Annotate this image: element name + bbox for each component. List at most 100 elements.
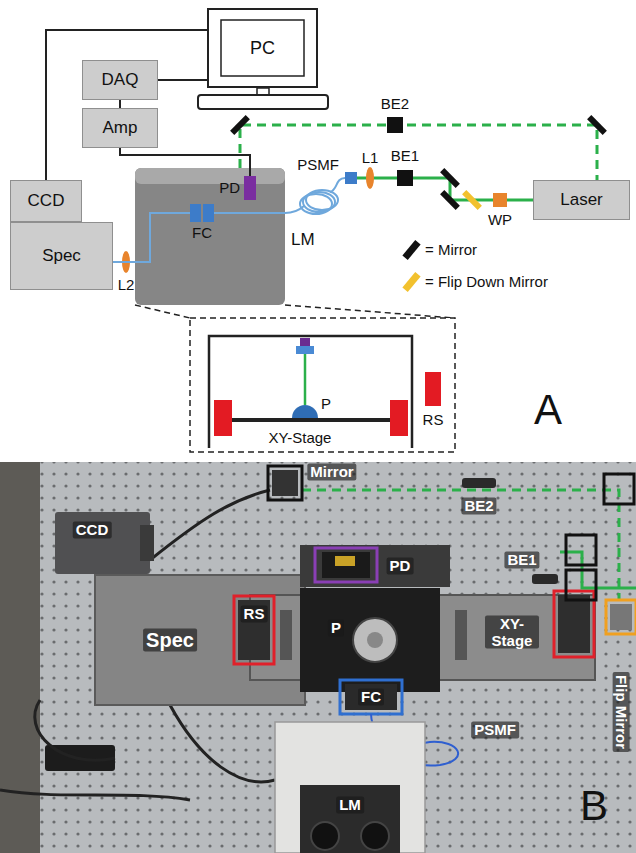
signal-cable <box>158 79 207 81</box>
part-label: WP <box>488 211 512 228</box>
eyepiece-housing <box>300 785 400 853</box>
rotation-stage <box>214 400 232 436</box>
fiber-coupler: FC <box>190 204 214 241</box>
daq-box: DAQ <box>82 60 158 100</box>
signal-cable <box>46 30 207 180</box>
part-label: RS <box>423 411 444 428</box>
cable <box>0 790 190 800</box>
optical-fiber <box>214 206 304 213</box>
part-label: XY-Stage <box>269 429 332 446</box>
highlight-box <box>604 474 634 504</box>
signal-cable <box>119 100 121 108</box>
node-label: CCD <box>28 191 65 211</box>
beam-expander <box>397 170 413 186</box>
microscope-top <box>135 168 285 184</box>
panel-letter: A <box>534 386 562 434</box>
rotation-stage <box>425 372 441 406</box>
fiber-coupler <box>345 684 397 710</box>
coupler-block <box>203 204 214 222</box>
photo-label: XY-Stage <box>485 616 539 649</box>
node-label: Spec <box>42 246 81 266</box>
photo-label: BE2 <box>461 497 496 514</box>
panel-letter: B <box>580 782 608 830</box>
photo-label: P <box>328 619 344 636</box>
part-label: PSMF <box>297 156 339 173</box>
pc-screen <box>221 20 304 76</box>
photo-floor <box>0 462 636 853</box>
ccd-camera-box: CCD <box>10 180 82 222</box>
node-label: FC <box>192 224 212 241</box>
legend-swatch <box>402 240 420 260</box>
spectrometer-box: Spec <box>10 222 113 290</box>
legend-swatch <box>402 272 420 292</box>
mirror <box>587 115 607 135</box>
highlight-box <box>566 570 596 600</box>
mirror <box>440 190 460 210</box>
photo-label: PD <box>387 557 414 574</box>
fiber-coil <box>300 194 332 214</box>
photo-label: CCD <box>73 521 112 538</box>
mirror-mount <box>272 470 298 496</box>
microscope-body <box>275 722 425 853</box>
fiber-coupler-symbol <box>296 346 314 354</box>
photodiode-part <box>335 556 355 566</box>
lens <box>366 167 374 189</box>
mirror <box>440 168 460 188</box>
spectrometer <box>95 575 305 705</box>
alternate-beam <box>302 490 619 600</box>
stage-plate <box>300 588 440 692</box>
highlight-box <box>234 596 274 664</box>
photo-label: Spec <box>143 629 197 652</box>
computer-monitor: PC <box>207 8 318 88</box>
xy-stage-bar <box>230 418 392 422</box>
node-label: DAQ <box>102 70 139 90</box>
photo-label: FC <box>358 688 384 705</box>
coupler-blocks <box>190 204 214 222</box>
prism <box>292 405 318 418</box>
signal-cable <box>120 148 250 176</box>
pc-neck <box>257 88 269 95</box>
rotation-stage <box>238 600 270 660</box>
legend-entry: = Flip Down Mirror <box>408 270 548 294</box>
photo-label: LM <box>336 796 364 813</box>
highlight-box <box>606 600 636 634</box>
microscope-frame <box>209 336 412 448</box>
beam <box>304 354 307 405</box>
beam-expander <box>387 117 403 133</box>
photo-label: Mirror <box>307 463 356 480</box>
part-label: BE2 <box>381 95 409 112</box>
zoom-line <box>135 305 190 318</box>
sample-center <box>367 632 383 648</box>
photo-label: Flip Mirror <box>612 672 629 752</box>
photo-label: RS <box>241 605 268 622</box>
ccd-camera <box>55 512 150 574</box>
amplifier-box: Amp <box>82 108 158 148</box>
light-microscope: LMFCPD <box>135 168 285 305</box>
highlight-box <box>268 466 302 500</box>
cable <box>35 700 115 760</box>
pc-base <box>198 95 328 109</box>
fiber-connector <box>345 172 357 184</box>
eyepiece <box>311 822 339 850</box>
legend-text: = Mirror <box>425 241 477 258</box>
node-label: Laser <box>560 190 603 210</box>
legend: = Mirror = Flip Down Mirror <box>408 238 548 294</box>
microscope-body <box>135 168 285 305</box>
stage-slot <box>280 610 292 660</box>
cable <box>150 490 270 560</box>
node-label: PC <box>250 38 275 59</box>
photodiode-symbol <box>300 338 310 346</box>
zoom-line <box>285 305 455 318</box>
stage-slot <box>455 610 467 660</box>
flip-down-mirror <box>462 190 482 210</box>
legend-entry: = Mirror <box>408 238 548 262</box>
photodiode <box>322 552 370 578</box>
mirror <box>230 115 250 135</box>
highlight-box <box>315 548 377 582</box>
wave-plate <box>493 193 507 207</box>
beam-expander <box>462 478 496 488</box>
part-label: L2 <box>118 276 135 293</box>
part-label: P <box>321 395 331 412</box>
photo-label: BE1 <box>504 551 539 568</box>
flip-mirror <box>610 604 632 630</box>
